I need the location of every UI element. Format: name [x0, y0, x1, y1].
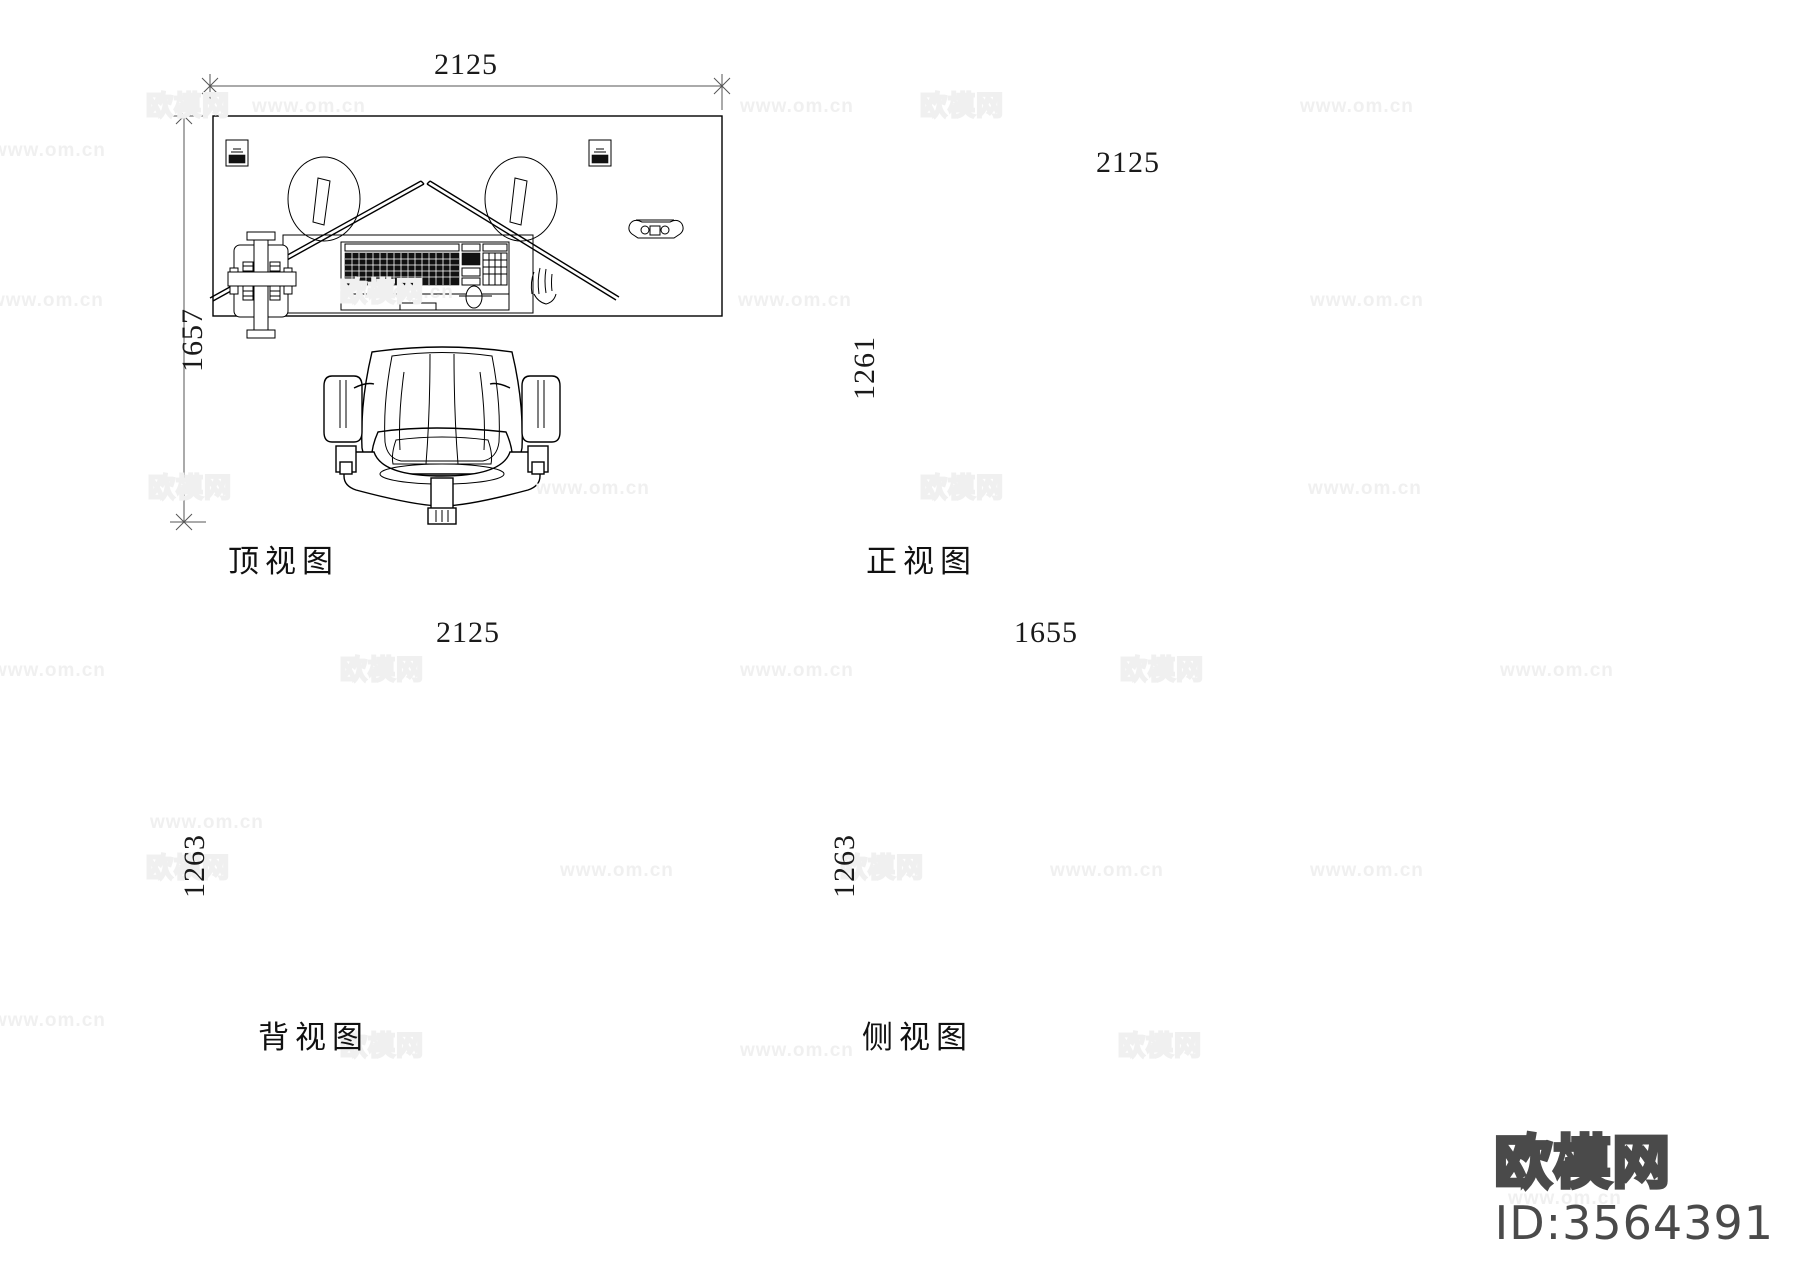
- speaker-left-top: [225, 139, 249, 167]
- view-label-side: 侧视图: [862, 1020, 973, 1056]
- dim-front-height: 1261: [848, 336, 881, 400]
- view-label-top: 顶视图: [228, 544, 339, 580]
- dimension-top-width: [201, 74, 731, 110]
- monitor-left-top: [287, 156, 361, 242]
- dimension-top-height: [170, 107, 206, 531]
- site-logo-text: 欧模网: [1493, 1129, 1672, 1196]
- keyboard-top: [340, 241, 510, 311]
- headset-stand-top: [227, 231, 297, 339]
- model-id-text: ID:3564391: [1494, 1196, 1774, 1250]
- dim-front-width: 2125: [1096, 146, 1160, 179]
- dim-side-height: 1263: [828, 834, 861, 898]
- view-label-back: 背视图: [258, 1020, 369, 1056]
- chair-top-view: [323, 346, 561, 525]
- gamepad-top: [628, 219, 684, 239]
- dim-top-height: 1657: [176, 308, 209, 372]
- dim-back-height: 1263: [178, 834, 211, 898]
- view-label-front: 正视图: [866, 544, 977, 580]
- dim-back-width: 2125: [436, 616, 500, 649]
- mouse-top: [530, 267, 557, 305]
- dim-top-width: 2125: [434, 48, 498, 81]
- monitor-right-top: [484, 156, 558, 242]
- dim-side-width: 1655: [1014, 616, 1078, 649]
- view-top: [170, 74, 731, 531]
- speaker-right-top: [588, 139, 612, 167]
- brand-block: 欧模网 ID:3564391: [1493, 1129, 1774, 1250]
